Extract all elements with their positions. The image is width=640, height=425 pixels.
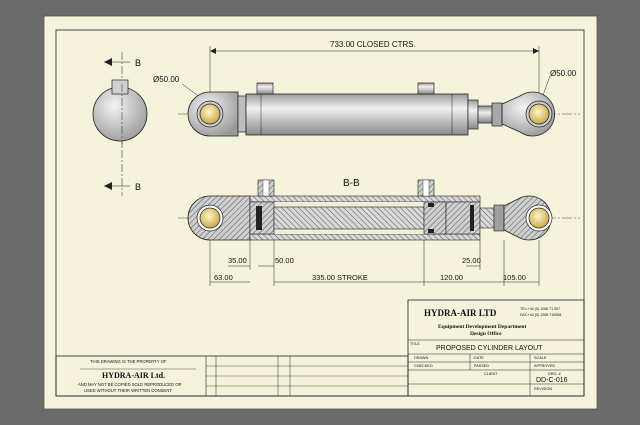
section-title: B-B [343, 178, 360, 189]
dim-63: 63.00 [214, 273, 233, 282]
scale-label: SCALE [534, 356, 547, 360]
dim-closed-centres: 733.00 CLOSED CTRS. [330, 40, 416, 49]
department: Equipment Development Department [438, 324, 526, 330]
dim-stroke: 335.00 STROKE [312, 273, 368, 282]
cylinder-barrel [245, 93, 469, 136]
notice-line-3: USED WITHOUT THEIR WRITTEN CONSENT [84, 388, 172, 393]
section-marker-top: B [135, 58, 141, 68]
dim-right-eye: Ø50.00 [550, 69, 577, 78]
date-label: DATE [474, 356, 484, 360]
revision-label: REVISION [534, 387, 552, 391]
client-label: CLIENT [484, 372, 498, 376]
section-rod [273, 206, 425, 230]
drg-label: DRG. # [548, 372, 562, 376]
notice-line-2: AND MAY NOT BE COPIED SOLD REPRODUCED OR [78, 382, 182, 387]
section-marker-bottom: B [135, 182, 141, 192]
end-view: B B [92, 52, 148, 196]
dim-25: 25.00 [462, 256, 481, 265]
property-notice: THIS DRAWING IS THE PROPERTY OF HYDRA-AI… [55, 355, 409, 397]
notice-line-1: THIS DRAWING IS THE PROPERTY OF [90, 359, 167, 364]
dim-left-eye: Ø50.00 [153, 75, 180, 84]
notice-owner: HYDRA-AIR Ltd. [102, 371, 165, 380]
section-view: B-B [178, 178, 580, 286]
dim-50: 50.00 [275, 256, 294, 265]
dim-35: 35.00 [228, 256, 247, 265]
port-rear [256, 82, 274, 95]
side-view: 733.00 CLOSED CTRS. Ø50.00 Ø50.00 [153, 40, 580, 137]
office: Design Office [470, 331, 502, 337]
dim-105: 105.00 [503, 273, 526, 282]
title-block: HYDRA-AIR LTD TEL:+44 (0) 1268 71 507 FA… [407, 299, 585, 397]
port-front [417, 82, 435, 95]
checked-label: CHECKED [414, 364, 433, 368]
company-fax: FAX:+44 (0) 1268 710558 [520, 313, 561, 317]
drawing-title: PROPOSED CYLINDER LAYOUT [436, 345, 543, 352]
drawn-label: DRAWN [414, 356, 428, 360]
title-label: TITLE [410, 342, 420, 346]
passed-label: PASSED [474, 364, 489, 368]
approved-label: APPROVED [534, 364, 555, 368]
piston-rod [477, 105, 493, 124]
drawing-number: DD-C-016 [536, 377, 568, 384]
company-name: HYDRA-AIR LTD [424, 308, 497, 318]
company-tel: TEL:+44 (0) 1268 71 507 [520, 307, 560, 311]
dim-120: 120.00 [440, 273, 463, 282]
